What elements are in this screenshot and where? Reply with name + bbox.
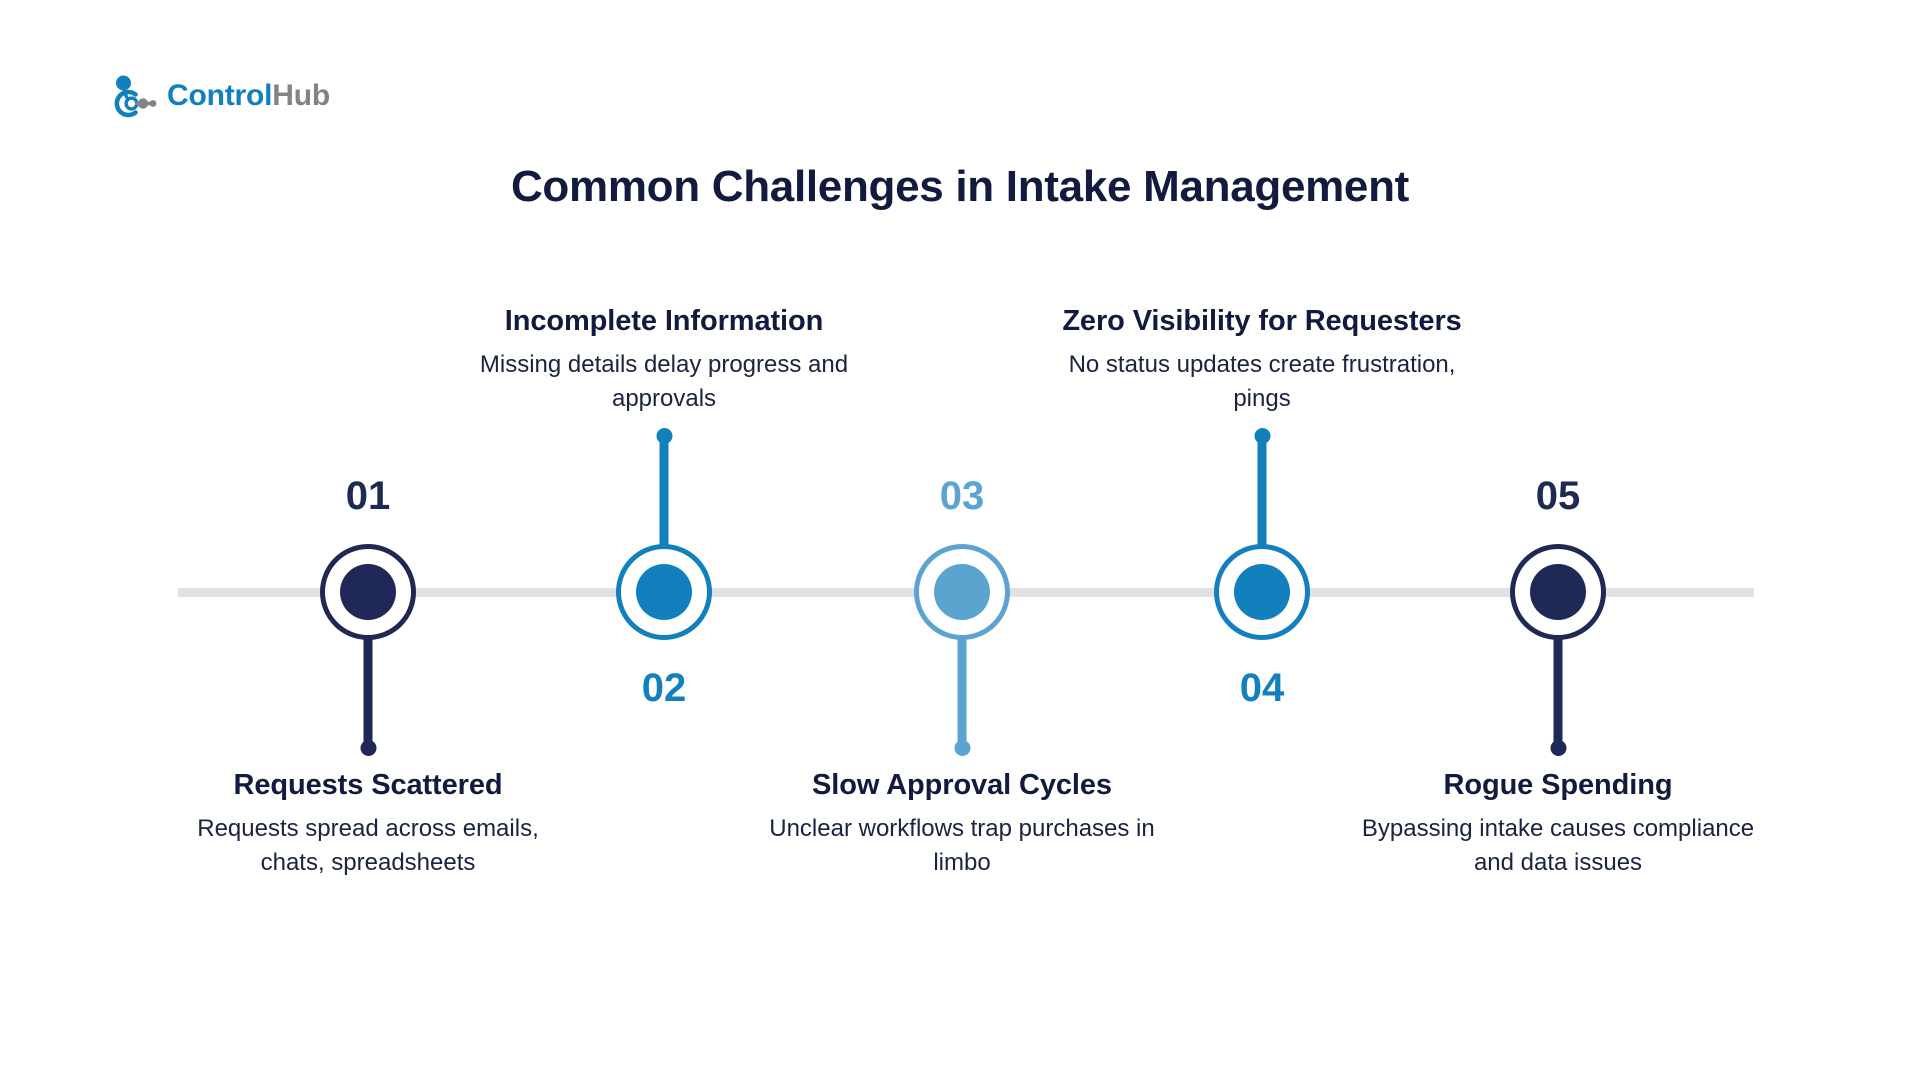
brand-logo: ControlHub <box>112 74 330 118</box>
connector-tip-dot <box>656 428 672 444</box>
connector-stem <box>656 428 672 552</box>
step-number: 02 <box>641 666 687 710</box>
step-heading: Requests Scattered <box>233 769 503 801</box>
timeline-marker[interactable] <box>1214 544 1310 640</box>
timeline-marker-core <box>934 564 990 620</box>
connector-stem <box>954 632 970 756</box>
brand-name-secondary: Hub <box>272 79 330 112</box>
connector-stem <box>360 632 376 756</box>
step-description: Missing details delay progress and appro… <box>479 350 849 412</box>
step-heading: Slow Approval Cycles <box>812 769 1112 801</box>
connector-stem <box>1550 632 1566 756</box>
step-description: Unclear workflows trap purchases in limb… <box>769 815 1155 877</box>
step-number: 01 <box>345 474 391 518</box>
timeline-marker[interactable] <box>320 544 416 640</box>
step-heading: Incomplete Information <box>504 304 824 337</box>
timeline-marker-core <box>636 564 692 620</box>
controlhub-node-icon <box>114 75 157 118</box>
connector-tip-dot <box>360 740 376 756</box>
brand-wordmark: ControlHub <box>167 81 330 111</box>
connector-stem <box>1254 428 1270 552</box>
step-heading: Rogue Spending <box>1443 769 1673 801</box>
timeline-marker-core <box>1234 564 1290 620</box>
timeline-marker[interactable] <box>1510 544 1606 640</box>
connector-tip-dot <box>954 740 970 756</box>
timeline-marker[interactable] <box>616 544 712 640</box>
step-number: 03 <box>939 474 985 518</box>
step-description: No status updates create frustration, pi… <box>1068 350 1456 412</box>
connector-tip-dot <box>1550 740 1566 756</box>
timeline-marker[interactable] <box>914 544 1010 640</box>
brand-name-primary: Control <box>167 79 273 112</box>
timeline-marker-core <box>1530 564 1586 620</box>
step-number: 05 <box>1535 474 1581 518</box>
step-description: Requests spread across emails, chats, sp… <box>197 815 539 877</box>
connector-tip-dot <box>1254 428 1270 444</box>
step-text-block: Zero Visibility for Requesters No status … <box>1062 304 1462 416</box>
page-title: Common Challenges in Intake Management <box>510 162 1410 212</box>
step-description: Bypassing intake causes compliance and d… <box>1361 815 1755 877</box>
step-heading: Zero Visibility for Requesters <box>1062 304 1462 337</box>
timeline-marker-core <box>340 564 396 620</box>
step-number: 04 <box>1239 666 1285 710</box>
